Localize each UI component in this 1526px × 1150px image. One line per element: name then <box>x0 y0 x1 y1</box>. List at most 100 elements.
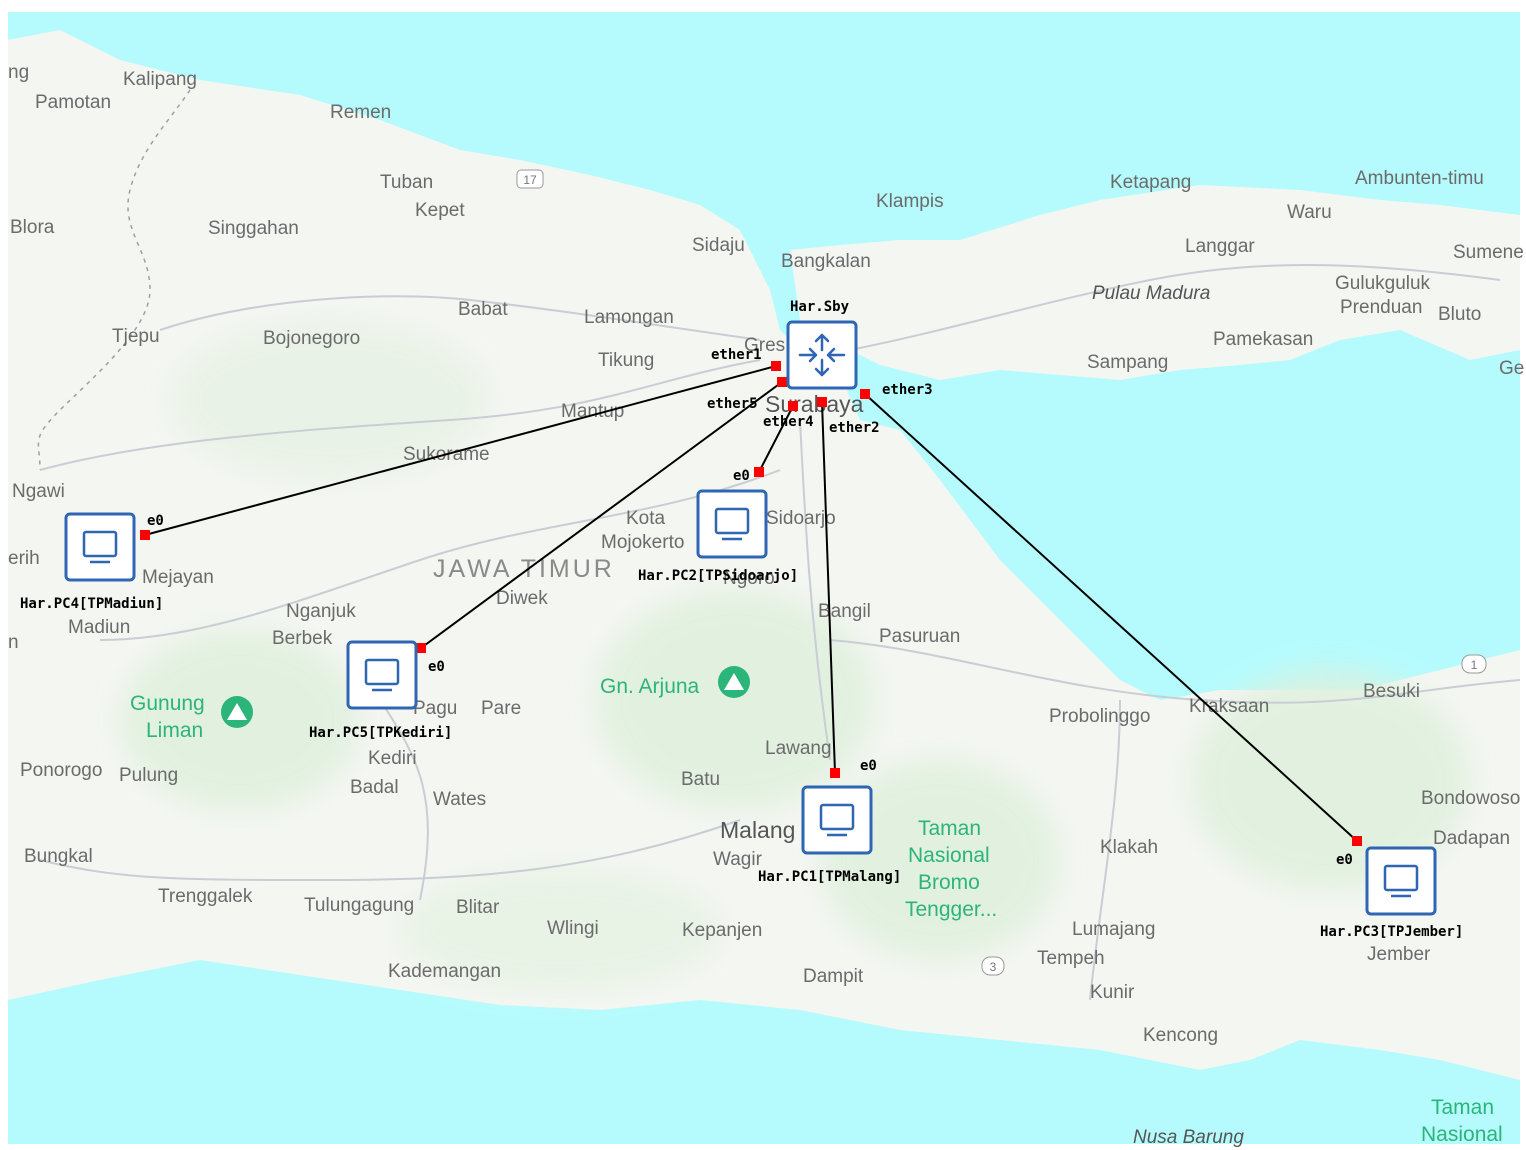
place-label: Tikung <box>598 350 654 371</box>
place-label: Mejayan <box>142 567 214 588</box>
node-label: Har.Sby <box>790 299 850 315</box>
place-label: Wagir <box>713 849 763 870</box>
monitor-icon <box>714 507 750 541</box>
place-label: ng <box>8 62 29 83</box>
link-ether5-pc5[interactable] <box>420 381 783 649</box>
port-label: ether2 <box>829 420 880 436</box>
place-label: Berbek <box>272 628 333 649</box>
place-label: Probolinggo <box>1049 706 1150 727</box>
place-label: Liman <box>146 719 203 742</box>
port-marker[interactable] <box>860 389 870 399</box>
place-label: Kencong <box>1143 1025 1218 1046</box>
place-label: Nasional <box>1421 1123 1503 1146</box>
place-label: Surabaya <box>765 391 864 417</box>
node-box[interactable] <box>346 640 418 710</box>
place-label: Wates <box>433 789 486 810</box>
place-label: Lawang <box>765 738 832 759</box>
port-marker[interactable] <box>771 361 781 371</box>
place-label: Blora <box>10 217 55 238</box>
place-label: Nasional <box>908 844 990 867</box>
place-label: Ngawi <box>12 481 65 502</box>
port-marker[interactable] <box>140 530 150 540</box>
link-ether4-pc2[interactable] <box>758 405 794 473</box>
place-label: Ngoro <box>723 568 775 589</box>
route-shield <box>1461 654 1487 674</box>
place-label: Remen <box>330 102 391 123</box>
node-box[interactable] <box>801 785 873 855</box>
port-label: e0 <box>147 513 164 529</box>
link-ether2-pc1[interactable] <box>821 401 836 774</box>
route-shield <box>516 169 544 189</box>
place-label: Ponorogo <box>20 760 102 781</box>
madura-land <box>790 185 1520 380</box>
place-label: Pamekasan <box>1213 329 1313 350</box>
node-box[interactable] <box>786 320 858 390</box>
port-marker[interactable] <box>777 377 787 387</box>
place-label: n <box>8 632 19 653</box>
place-label: Mojokerto <box>601 532 684 553</box>
place-label: Klampis <box>876 191 944 212</box>
place-label: Kepet <box>415 200 465 221</box>
place-label: Gn. Arjuna <box>600 675 700 698</box>
place-label: Bangil <box>818 601 871 622</box>
place-label: Sidoarjo <box>766 508 836 529</box>
place-label: Pagu <box>413 698 457 719</box>
roads <box>39 264 1521 1001</box>
place-label: Bromo <box>918 871 980 894</box>
place-label: Mantup <box>561 401 624 422</box>
mountain-markers <box>221 666 750 728</box>
place-label: Babat <box>458 299 508 320</box>
place-label: Tuban <box>380 172 433 193</box>
place-label: Wlingi <box>547 918 599 939</box>
port-marker[interactable] <box>830 768 840 778</box>
place-label: Pulau Madura <box>1092 283 1210 304</box>
place-label: Waru <box>1287 202 1332 223</box>
place-label: Kraksaan <box>1189 696 1269 717</box>
place-label: Pulung <box>119 765 178 786</box>
port-marker[interactable] <box>754 467 764 477</box>
route-shield-text: 17 <box>523 173 537 187</box>
node-label: Har.PC5[TPKediri] <box>309 725 452 741</box>
node-label: Har.PC2[TPSidoarjo] <box>638 568 798 584</box>
node-pc1[interactable] <box>801 785 873 855</box>
port-label: ether1 <box>711 347 762 363</box>
port-marker[interactable] <box>1352 836 1362 846</box>
place-label: Prenduan <box>1340 297 1422 318</box>
node-box[interactable] <box>696 489 768 559</box>
place-label: Lumajang <box>1072 919 1155 940</box>
port-marker[interactable] <box>817 397 827 407</box>
monitor-icon <box>82 530 118 564</box>
node-pc5[interactable] <box>346 640 418 710</box>
place-label: Pamotan <box>35 92 111 113</box>
node-pc3[interactable] <box>1365 846 1437 916</box>
port-marker[interactable] <box>788 401 798 411</box>
port-label: e0 <box>733 468 750 484</box>
link-ether1-pc4[interactable] <box>144 365 777 536</box>
place-label: Nganjuk <box>286 601 356 622</box>
node-pc2[interactable] <box>696 489 768 559</box>
link-ether3-pc3[interactable] <box>864 393 1358 842</box>
place-label: JAWA TIMUR <box>433 555 615 583</box>
port-label: e0 <box>428 659 445 675</box>
place-label: Kepanjen <box>682 920 762 941</box>
node-pc4[interactable] <box>64 512 136 582</box>
place-label: Sumene <box>1453 242 1524 263</box>
nodes-layer: Har.SbyHar.PC4[TPMadiun]Har.PC2[TPSidoar… <box>20 299 1463 940</box>
place-label: Ge <box>1499 358 1524 379</box>
node-box[interactable] <box>64 512 136 582</box>
route-shield <box>981 956 1005 976</box>
node-box[interactable] <box>1365 846 1437 916</box>
port-label: ether4 <box>763 414 814 430</box>
place-label: Bangkalan <box>781 251 871 272</box>
port-marker[interactable] <box>416 643 426 653</box>
place-label: Tengger... <box>905 898 997 921</box>
place-label: Pare <box>481 698 521 719</box>
place-label: Ketapang <box>1110 172 1191 193</box>
node-sby[interactable] <box>786 320 858 390</box>
route-shield-text: 3 <box>990 960 997 974</box>
place-label: Singgahan <box>208 218 299 239</box>
place-label: Gulukguluk <box>1335 273 1431 294</box>
node-label: Har.PC1[TPMalang] <box>758 869 901 885</box>
place-label: Kota <box>626 508 666 529</box>
